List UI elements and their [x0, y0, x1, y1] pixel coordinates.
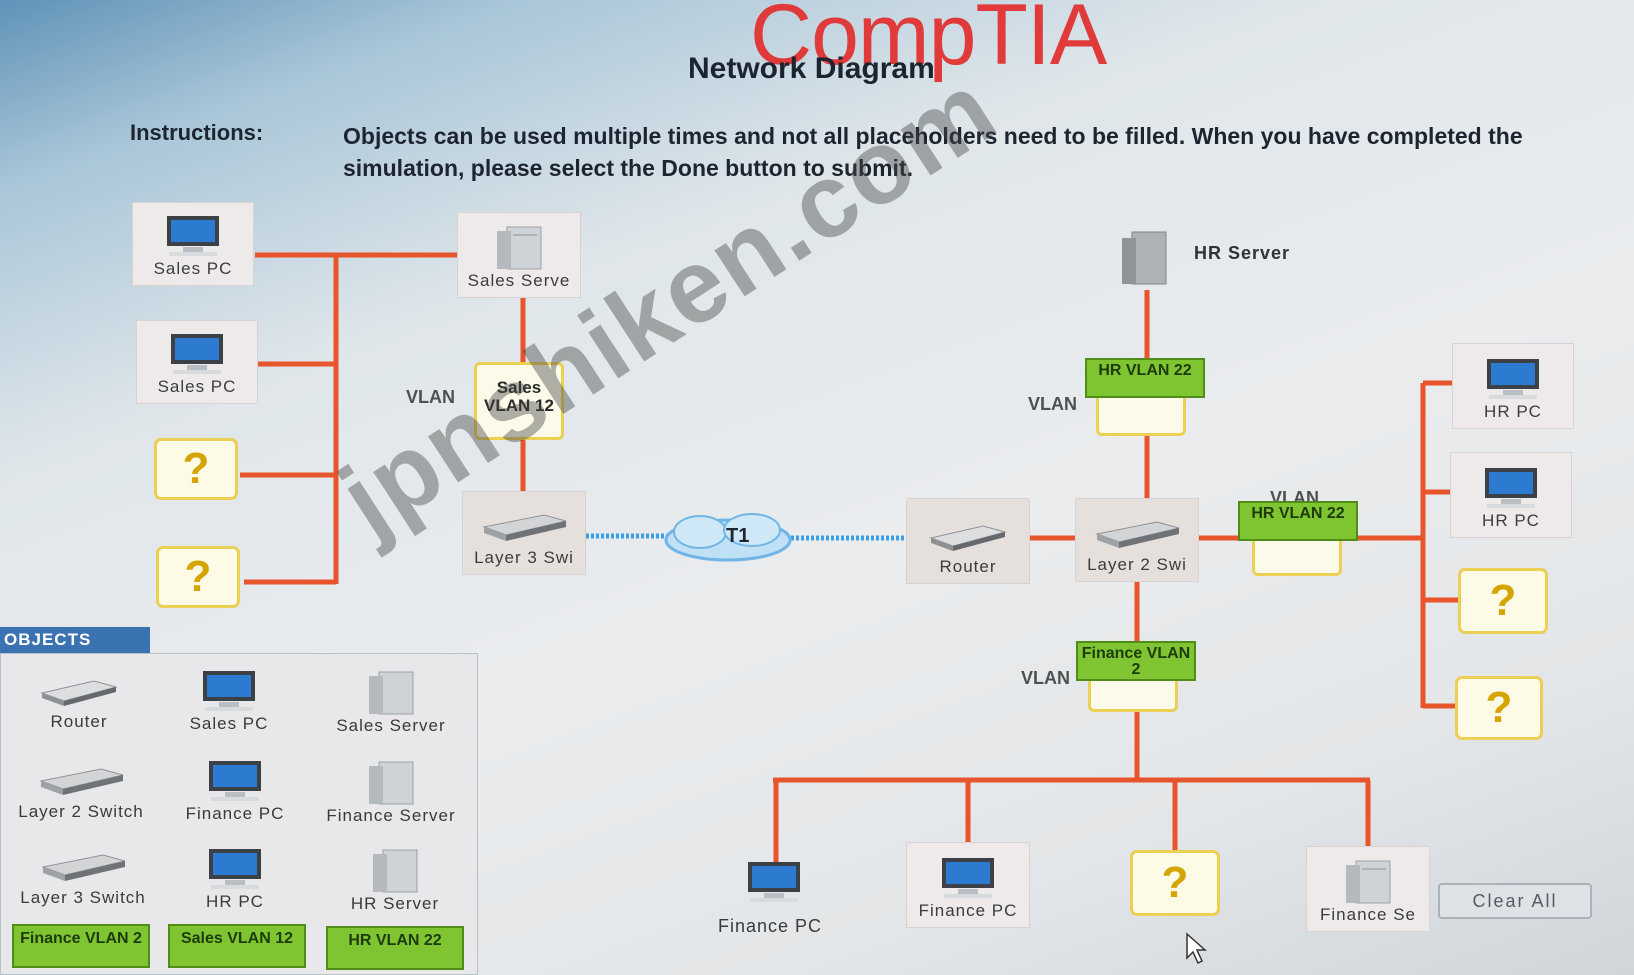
object-layer2-switch[interactable]: Layer 2 Switch [2, 740, 160, 828]
object-hr-vlan[interactable]: HR VLAN 22 [326, 926, 464, 970]
desktop-monitor-icon [1481, 356, 1545, 402]
object-label: HR PC [206, 892, 264, 911]
clear-all-button[interactable]: Clear All [1438, 883, 1592, 919]
object-finance-server[interactable]: Finance Server [312, 744, 470, 832]
desktop-monitor-icon [203, 758, 267, 804]
layer2-switch-label: Layer 2 Swi [1087, 555, 1187, 574]
instructions-text: Objects can be used multiple times and n… [343, 123, 1523, 181]
placeholder-right-2[interactable]: ? [1455, 676, 1543, 740]
hr-pc-label: HR PC [1484, 402, 1542, 421]
object-label: Finance Server [326, 806, 456, 825]
finance-vlan-tag[interactable]: Finance VLAN 2 [1076, 641, 1196, 681]
desktop-monitor-icon [1479, 465, 1543, 511]
t1-label: T1 [726, 525, 750, 547]
hr-pc-node-2[interactable]: HR PC [1450, 452, 1572, 538]
page-title: Network Diagram [688, 52, 935, 85]
desktop-monitor-icon [165, 331, 229, 377]
rack-switch-icon [1091, 509, 1183, 555]
sales-pc-label: Sales PC [153, 259, 233, 278]
object-finance-vlan[interactable]: Finance VLAN 2 [12, 924, 150, 968]
object-router[interactable]: Router [0, 650, 158, 738]
vlan-word-hr-top: VLAN [1028, 394, 1077, 414]
tower-server-icon [489, 225, 549, 271]
finance-pc-label: Finance PC [918, 901, 1018, 920]
object-sales-pc[interactable]: Sales PC [150, 652, 308, 740]
hr-pc-node-1[interactable]: HR PC [1452, 343, 1574, 429]
router-label: Router [939, 557, 997, 576]
object-label: Finance PC [185, 804, 285, 823]
mouse-pointer-icon [1185, 932, 1211, 971]
finance-server-node[interactable]: Finance Se [1306, 846, 1430, 932]
objects-tab: OBJECTS [0, 627, 150, 653]
tower-server-icon [361, 670, 421, 716]
desktop-monitor-icon [936, 855, 1000, 901]
finance-pc-node-1[interactable] [742, 860, 806, 909]
object-sales-vlan[interactable]: Sales VLAN 12 [168, 924, 306, 968]
sales-server-node[interactable]: Sales Serve [457, 212, 581, 298]
sales-pc-node-1[interactable]: Sales PC [132, 202, 254, 286]
vlan-word-finance: VLAN [1021, 668, 1070, 688]
desktop-monitor-icon [742, 860, 806, 909]
tower-server-icon [365, 848, 425, 894]
rack-switch-icon [37, 842, 129, 888]
object-sales-server[interactable]: Sales Server [312, 654, 470, 742]
vlan-word-sales: VLAN [406, 387, 455, 407]
sales-pc-node-2[interactable]: Sales PC [136, 320, 258, 404]
object-label: Sales Server [336, 716, 446, 735]
sales-vlan-tag: Sales VLAN 12 [484, 378, 554, 415]
object-hr-server[interactable]: HR Server [316, 832, 474, 920]
desktop-monitor-icon [203, 846, 267, 892]
desktop-monitor-icon [161, 213, 225, 259]
object-layer3-switch[interactable]: Layer 3 Switch [4, 826, 162, 914]
rack-switch-icon [478, 502, 570, 548]
comptia-logo: CompTIA [750, 0, 1107, 83]
tower-server-icon [361, 760, 421, 806]
sales-server-label: Sales Serve [467, 271, 571, 290]
finance-pc-node-2[interactable]: Finance PC [906, 842, 1030, 928]
hr-server-node[interactable] [1112, 228, 1172, 293]
hr-server-label: HR Server [1194, 243, 1291, 263]
router-icon [36, 666, 122, 712]
object-label: Sales PC [189, 714, 269, 733]
rack-switch-icon [35, 756, 127, 802]
object-label: HR Server [350, 894, 440, 913]
tower-server-icon [1338, 859, 1398, 905]
t1-cloud-icon [664, 513, 792, 562]
placeholder-left-1[interactable]: ? [154, 438, 238, 500]
object-label: Router [50, 712, 108, 731]
finance-server-label: Finance Se [1320, 905, 1416, 924]
layer2-switch-node[interactable]: Layer 2 Swi [1075, 498, 1199, 582]
hr-vlan-tag-right[interactable]: HR VLAN 22 [1238, 501, 1358, 541]
vlan-slot-sales[interactable] [474, 362, 564, 440]
object-finance-pc[interactable]: Finance PC [156, 742, 314, 830]
placeholder-right-1[interactable]: ? [1458, 568, 1548, 634]
layer3-switch-node[interactable]: Layer 3 Swi [462, 491, 586, 575]
sales-pc-label: Sales PC [157, 377, 237, 396]
placeholder-bottom[interactable]: ? [1130, 850, 1220, 916]
object-label: Layer 3 Switch [20, 888, 146, 907]
finance-pc-label: Finance PC [718, 916, 823, 936]
object-hr-pc[interactable]: HR PC [156, 830, 314, 918]
layer3-switch-label: Layer 3 Swi [474, 548, 574, 567]
hr-vlan-tag-top[interactable]: HR VLAN 22 [1085, 358, 1205, 398]
instructions-label: Instructions: [130, 120, 264, 145]
desktop-monitor-icon [197, 668, 261, 714]
router-node[interactable]: Router [906, 498, 1030, 584]
router-icon [925, 511, 1011, 557]
placeholder-left-2[interactable]: ? [156, 546, 240, 608]
object-label: Layer 2 Switch [18, 802, 144, 821]
tower-server-icon [1112, 228, 1172, 293]
hr-pc-label: HR PC [1482, 511, 1540, 530]
